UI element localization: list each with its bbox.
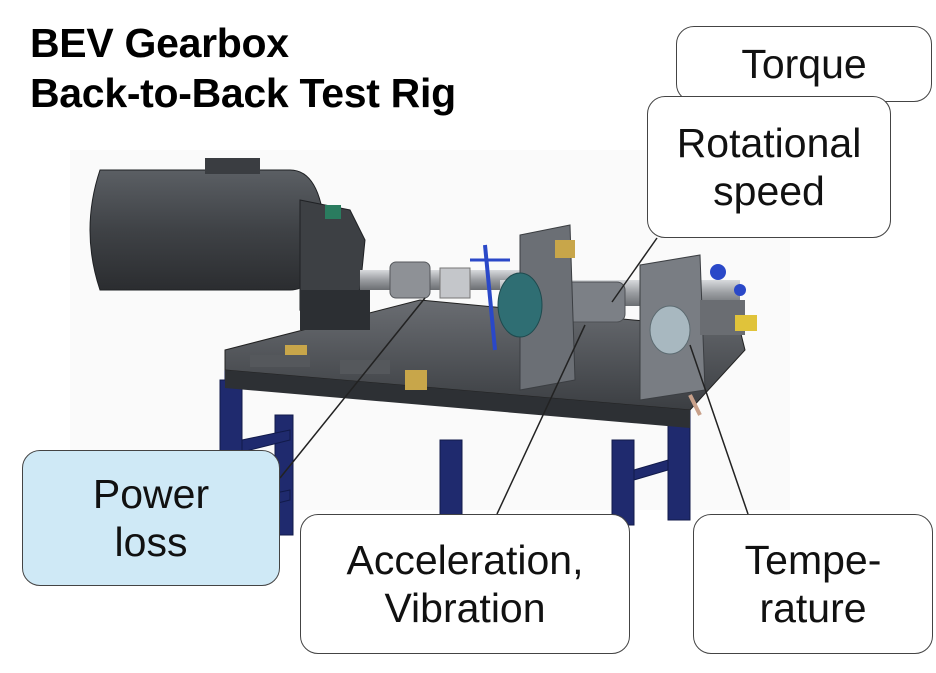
- sensor-accents: [470, 240, 757, 416]
- electric-motor: [89, 158, 370, 330]
- torque-label-box: Torque: [676, 26, 932, 102]
- leader-line-acceleration: [496, 324, 586, 515]
- acceleration-vibration-label: Acceleration, Vibration: [346, 537, 584, 631]
- leader-line-power-loss: [279, 297, 426, 479]
- rotational-speed-label-box: Rotational speed: [647, 96, 891, 238]
- leader-lines: [279, 237, 749, 515]
- diagram-title: BEV Gearbox Back-to-Back Test Rig: [30, 18, 456, 118]
- power-loss-label-box: Power loss: [22, 450, 280, 586]
- power-loss-label: Power loss: [92, 471, 210, 565]
- acceleration-vibration-label-box: Acceleration, Vibration: [300, 514, 630, 654]
- rotational-speed-label: Rotational speed: [676, 120, 862, 214]
- leader-line-rotational-speed: [611, 237, 658, 303]
- title-line-1: BEV Gearbox: [30, 20, 289, 66]
- temperature-label-box: Tempe- rature: [693, 514, 933, 654]
- gearbox-housings: [497, 224, 745, 401]
- temperature-label: Tempe- rature: [744, 537, 882, 631]
- torque-label: Torque: [741, 41, 867, 87]
- title-line-2: Back-to-Back Test Rig: [30, 70, 456, 116]
- leader-line-temperature: [689, 344, 749, 515]
